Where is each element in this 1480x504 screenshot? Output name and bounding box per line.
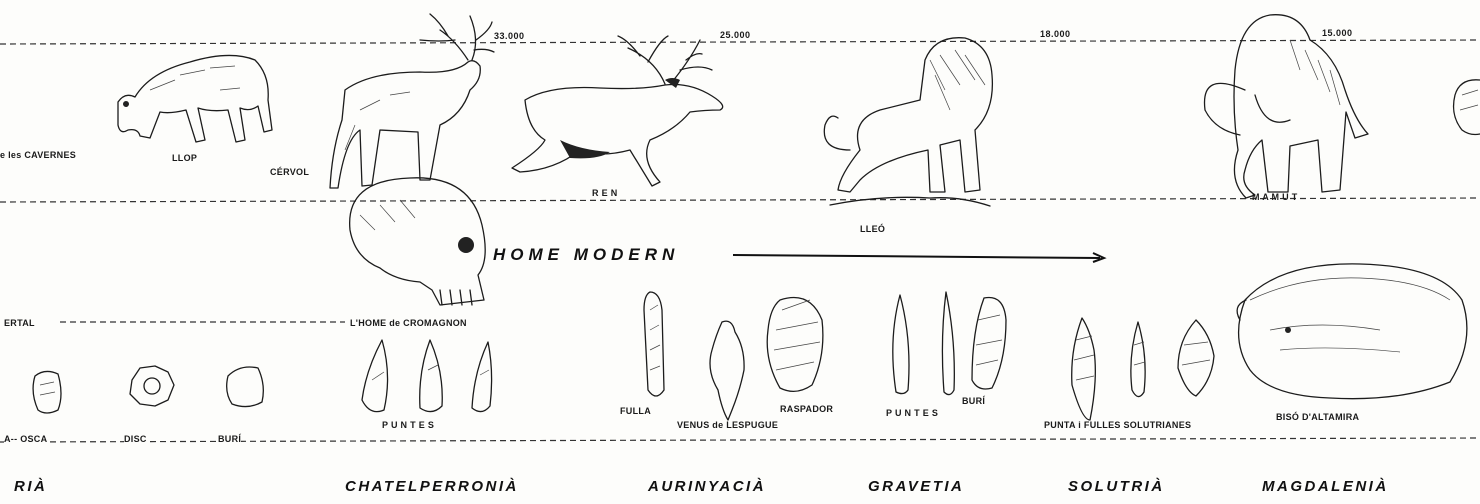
osca-tool [33, 371, 61, 413]
year-18000: 18.000 [1038, 29, 1073, 39]
reindeer-drawing [512, 36, 723, 186]
culture-aurinyacia: AURINYACIÀ [648, 478, 766, 495]
reindeer-label: R E N [592, 188, 618, 198]
wolf-drawing [118, 55, 272, 142]
cromagnon-label: L'HOME de CROMAGNON [350, 318, 467, 328]
bison-partial-drawing [1454, 80, 1480, 135]
bison-altamira [1237, 264, 1467, 399]
year-25000: 25.000 [718, 30, 753, 40]
deer-label: CÉRVOL [270, 167, 309, 177]
fulla-label: FULLA [620, 406, 651, 416]
venus-figurine [710, 321, 744, 420]
culture-magdalenia: MAGDALENIÀ [1262, 478, 1389, 495]
culture-chatelperronia: CHATELPERRONIÀ [345, 478, 519, 495]
modern-man-label: HOME MODERN [493, 245, 679, 265]
wolf-label: LLOP [172, 153, 197, 163]
lion-label: LLEÓ [860, 224, 885, 234]
venus-label: VENUS de LESPUGUE [677, 420, 778, 430]
top-timeline-line [0, 40, 1480, 44]
year-33000: 33.000 [492, 31, 527, 41]
raspador-scraper [767, 298, 823, 392]
culture-gravetia: GRAVETIA [868, 478, 964, 495]
mammoth-drawing [1205, 15, 1369, 198]
culture-ria: RIÀ [14, 478, 47, 495]
raspador-label: RASPADOR [780, 404, 833, 414]
solutrian-label: PUNTA i FULLES SOLUTRIANES [1044, 420, 1191, 430]
culture-solutria: SOLUTRIÀ [1068, 478, 1165, 495]
disc-tool [130, 366, 174, 406]
lion-drawing [824, 38, 992, 206]
year-15000: 15.000 [1320, 28, 1355, 38]
gravetian-tools [893, 292, 1006, 395]
chatelperron-points [362, 340, 492, 412]
deer-drawing [330, 14, 494, 188]
osca-label: A-- OSCA [4, 434, 47, 444]
bison-label: BISÓ D'ALTAMIRA [1276, 412, 1359, 422]
caves-label: e les CAVERNES [0, 150, 76, 160]
buri-gravet-label: BURÍ [962, 396, 985, 406]
neanderthal-label: ERTAL [4, 318, 35, 328]
buri-left-label: BURÍ [218, 434, 241, 444]
puntes-gravet-label: P U N T E S [886, 408, 938, 418]
buri-tool-left [227, 367, 264, 407]
fulla-blade [644, 292, 664, 396]
modern-man-arrow [733, 255, 1100, 258]
puntes-chatel-label: P U N T E S [382, 420, 434, 430]
mammoth-label: M A M U T [1252, 192, 1298, 202]
disc-label: DISC [124, 434, 147, 444]
solutrean-points [1072, 318, 1214, 420]
skull-drawing [350, 178, 486, 305]
